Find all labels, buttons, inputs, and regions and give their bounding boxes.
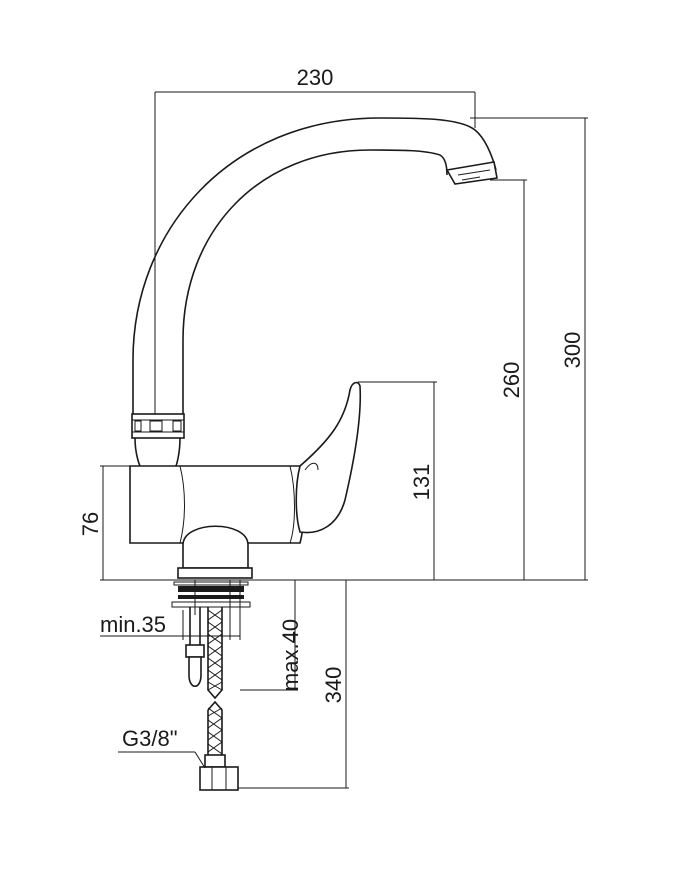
hose-lower (199, 700, 239, 791)
label-340: 340 (321, 667, 346, 704)
label-76: 76 (78, 512, 103, 536)
dimension-outlet-height: 260 (490, 179, 527, 580)
thread-callout: G3/8" (118, 726, 206, 769)
label-thread: G3/8" (122, 726, 178, 751)
mounting-hardware (171, 580, 251, 700)
dimension-hose-length: 340 (238, 580, 349, 789)
lever-handle (295, 381, 362, 534)
dimension-lever-height: 131 (358, 381, 437, 580)
base-dome (177, 525, 253, 579)
label-260: 260 (499, 362, 524, 399)
label-230: 230 (297, 65, 334, 90)
label-131: 131 (409, 464, 434, 501)
dimension-spout-reach: 230 (154, 65, 476, 420)
label-max40: max.40 (278, 619, 303, 691)
label-min35: min.35 (100, 612, 166, 637)
dimension-body-height: 76 (78, 465, 135, 580)
label-300: 300 (560, 332, 585, 369)
dimension-min-hole: min.35 (100, 610, 240, 640)
dimension-max-deck: max.40 (240, 580, 303, 691)
spout (131, 117, 498, 467)
dimension-total-height: 300 (470, 117, 588, 580)
